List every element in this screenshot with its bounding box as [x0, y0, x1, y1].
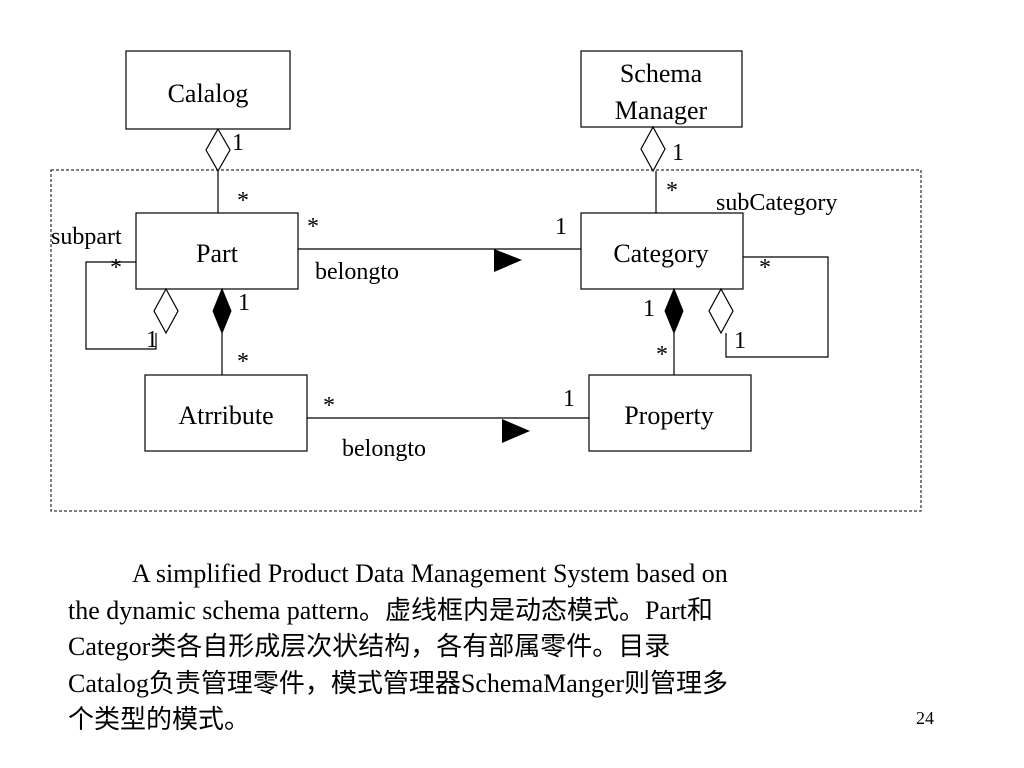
part-label: Part [196, 239, 239, 268]
property-label: Property [624, 401, 714, 430]
multiplicity-subpart-many: * [110, 255, 122, 281]
caption-line-5: 个类型的模式。 [68, 705, 251, 734]
schema-manager-label-line2: Manager [615, 96, 708, 125]
atrribute-label: Atrribute [178, 401, 273, 430]
schema-manager-box[interactable] [580, 50, 743, 128]
multiplicity-category-prop-one: 1 [643, 296, 655, 322]
multiplicity-category-belongto-one: 1 [555, 214, 567, 240]
calalog-box[interactable] [125, 50, 291, 130]
multiplicity-attr-belongto-many: * [323, 393, 335, 419]
category-box[interactable] [580, 212, 744, 290]
multiplicity-attr-many: * [237, 349, 249, 375]
belongto-label-top: belongto [315, 259, 399, 285]
subcategory-label: subCategory [716, 190, 837, 216]
subcategory-loop [725, 256, 829, 358]
belongto-arrow-top [494, 249, 522, 272]
slide-caption: A simplified Product Data Management Sys… [68, 556, 868, 739]
caption-line-1: A simplified Product Data Management Sys… [132, 559, 728, 588]
multiplicity-category-from-schema: * [666, 178, 678, 204]
part-box[interactable] [135, 212, 299, 290]
belongto-label-bottom: belongto [342, 436, 426, 462]
subcategory-aggregation-diamond [708, 287, 734, 335]
caption-line-3: Categor类各自形成层次状结构，各有部属零件。目录 [68, 632, 671, 661]
atrribute-box[interactable] [144, 374, 308, 452]
caption-line-2: the dynamic schema pattern。虚线框内是动态模式。Par… [68, 595, 713, 625]
multiplicity-calalog-one: 1 [232, 130, 244, 156]
multiplicity-part-attr-one: 1 [238, 290, 250, 316]
schema-manager-label-line1: Schema [620, 59, 703, 88]
calalog-aggregation-diamond [205, 127, 231, 173]
multiplicity-subpart-one: 1 [146, 327, 158, 353]
multiplicity-part-belongto-many: * [307, 214, 319, 240]
subpart-loop [85, 261, 157, 350]
multiplicity-property-belongto-one: 1 [563, 386, 575, 412]
multiplicity-part-from-calalog: * [237, 188, 249, 214]
subpart-label: subpart [51, 224, 122, 250]
subpart-aggregation-diamond [153, 287, 179, 335]
caption-line-4: Catalog负责管理零件，模式管理器SchemaManger则管理多 [68, 668, 729, 698]
category-label: Category [613, 239, 708, 268]
multiplicity-prop-many: * [656, 342, 668, 368]
page-number: 24 [916, 708, 934, 728]
calalog-label: Calalog [168, 79, 249, 108]
dynamic-schema-boundary [50, 169, 922, 512]
part-composition-diamond [212, 287, 232, 335]
category-composition-diamond [664, 287, 684, 335]
schema-aggregation-diamond [640, 125, 666, 173]
multiplicity-subcategory-one: 1 [734, 328, 746, 354]
multiplicity-subcategory-many: * [759, 255, 771, 281]
property-box[interactable] [588, 374, 752, 452]
multiplicity-schema-one: 1 [672, 140, 684, 166]
belongto-arrow-bottom [502, 419, 530, 443]
